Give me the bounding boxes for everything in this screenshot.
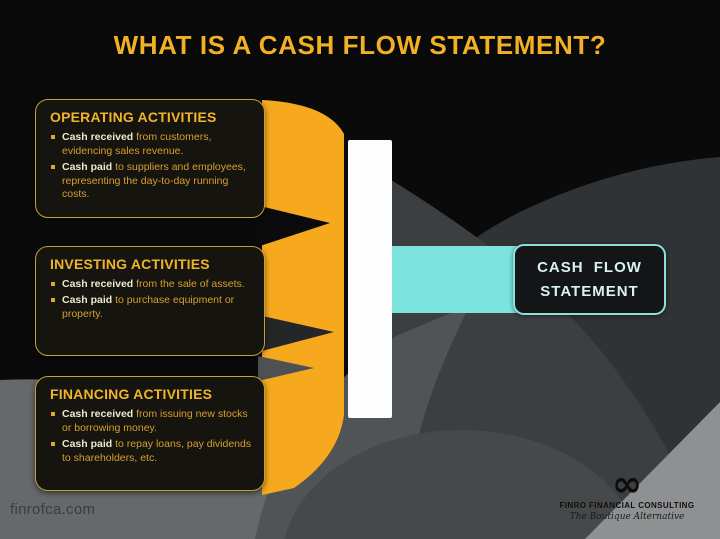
result-line-2: STATEMENT [540, 282, 639, 300]
bullet-square-icon [51, 297, 55, 302]
list-item: Cash received from issuing new stocks or… [49, 408, 252, 436]
collector-bar [348, 140, 392, 418]
list-item: Cash received from customers, evidencing… [49, 131, 252, 159]
financing-activities-title: FINANCING ACTIVITIES [50, 386, 213, 402]
mid-gray-band [255, 305, 470, 539]
bullet-lead: Cash paid [62, 160, 113, 173]
operating-activities-box: OPERATING ACTIVITIES Cash received from … [35, 99, 265, 218]
bullet-lead: Cash received [62, 278, 134, 290]
bullet-rest: from customers, evidencing sales revenue… [62, 131, 212, 157]
bullet-rest: to repay loans, pay dividends to shareho… [62, 437, 252, 464]
page-title: WHAT IS A CASH FLOW STATEMENT? [113, 30, 607, 60]
arrow-notch-middle [258, 315, 334, 352]
brand-tagline: The Boutique Alternative [569, 512, 685, 522]
list-item: Cash received from the sale of assets. [49, 278, 252, 292]
investing-activities-box: INVESTING ACTIVITIES Cash received from … [35, 246, 265, 356]
bullet-rest: to suppliers and employees, representing… [62, 160, 246, 201]
bullet-square-icon [51, 164, 55, 169]
brand-name: FINRO FINANCIAL CONSULTING [559, 501, 695, 510]
bullet-square-icon [51, 282, 55, 286]
arrow-fan-shape [262, 100, 344, 495]
list-item: Cash paid to suppliers and employees, re… [49, 161, 252, 203]
operating-bullets: Cash received from customers, evidencing… [49, 131, 252, 202]
bullet-square-icon [51, 441, 55, 446]
bullet-rest: to purchase equipment or property. [62, 293, 235, 320]
financing-activities-box: FINANCING ACTIVITIES Cash received from … [35, 376, 265, 491]
bullet-lead: Cash received [62, 131, 134, 143]
bullet-lead: Cash received [62, 408, 134, 420]
bullet-lead: Cash paid [62, 437, 113, 450]
bullet-rest: from the sale of assets. [133, 278, 245, 290]
bullet-square-icon [51, 412, 55, 416]
bullet-square-icon [51, 135, 55, 139]
bullet-rest: from issuing new stocks or borrowing mon… [62, 408, 248, 434]
list-item: Cash paid to purchase equipment or prope… [49, 294, 252, 322]
investing-activities-title: INVESTING ACTIVITIES [50, 256, 210, 272]
infinity-icon: ∞ [612, 464, 642, 505]
financing-bullets: Cash received from issuing new stocks or… [49, 408, 252, 465]
list-item: Cash paid to repay loans, pay dividends … [49, 438, 252, 466]
bottom-right-light [585, 402, 720, 539]
brand-logo-block: ∞ FINRO FINANCIAL CONSULTING The Boutiqu… [542, 464, 712, 523]
investing-bullets: Cash received from the sale of assets. C… [49, 278, 252, 322]
website-text: finrofca.com [10, 501, 96, 518]
arrow-notch-bottom [258, 356, 314, 381]
output-arrow-band [392, 246, 517, 313]
result-line-1: CASH FLOW [537, 259, 642, 277]
cash-flow-statement-box: CASH FLOW STATEMENT [513, 244, 666, 315]
arrow-notch-top [260, 206, 330, 246]
operating-activities-title: OPERATING ACTIVITIES [50, 109, 217, 125]
bullet-lead: Cash paid [62, 293, 113, 306]
bottom-dark-hill [284, 430, 640, 539]
